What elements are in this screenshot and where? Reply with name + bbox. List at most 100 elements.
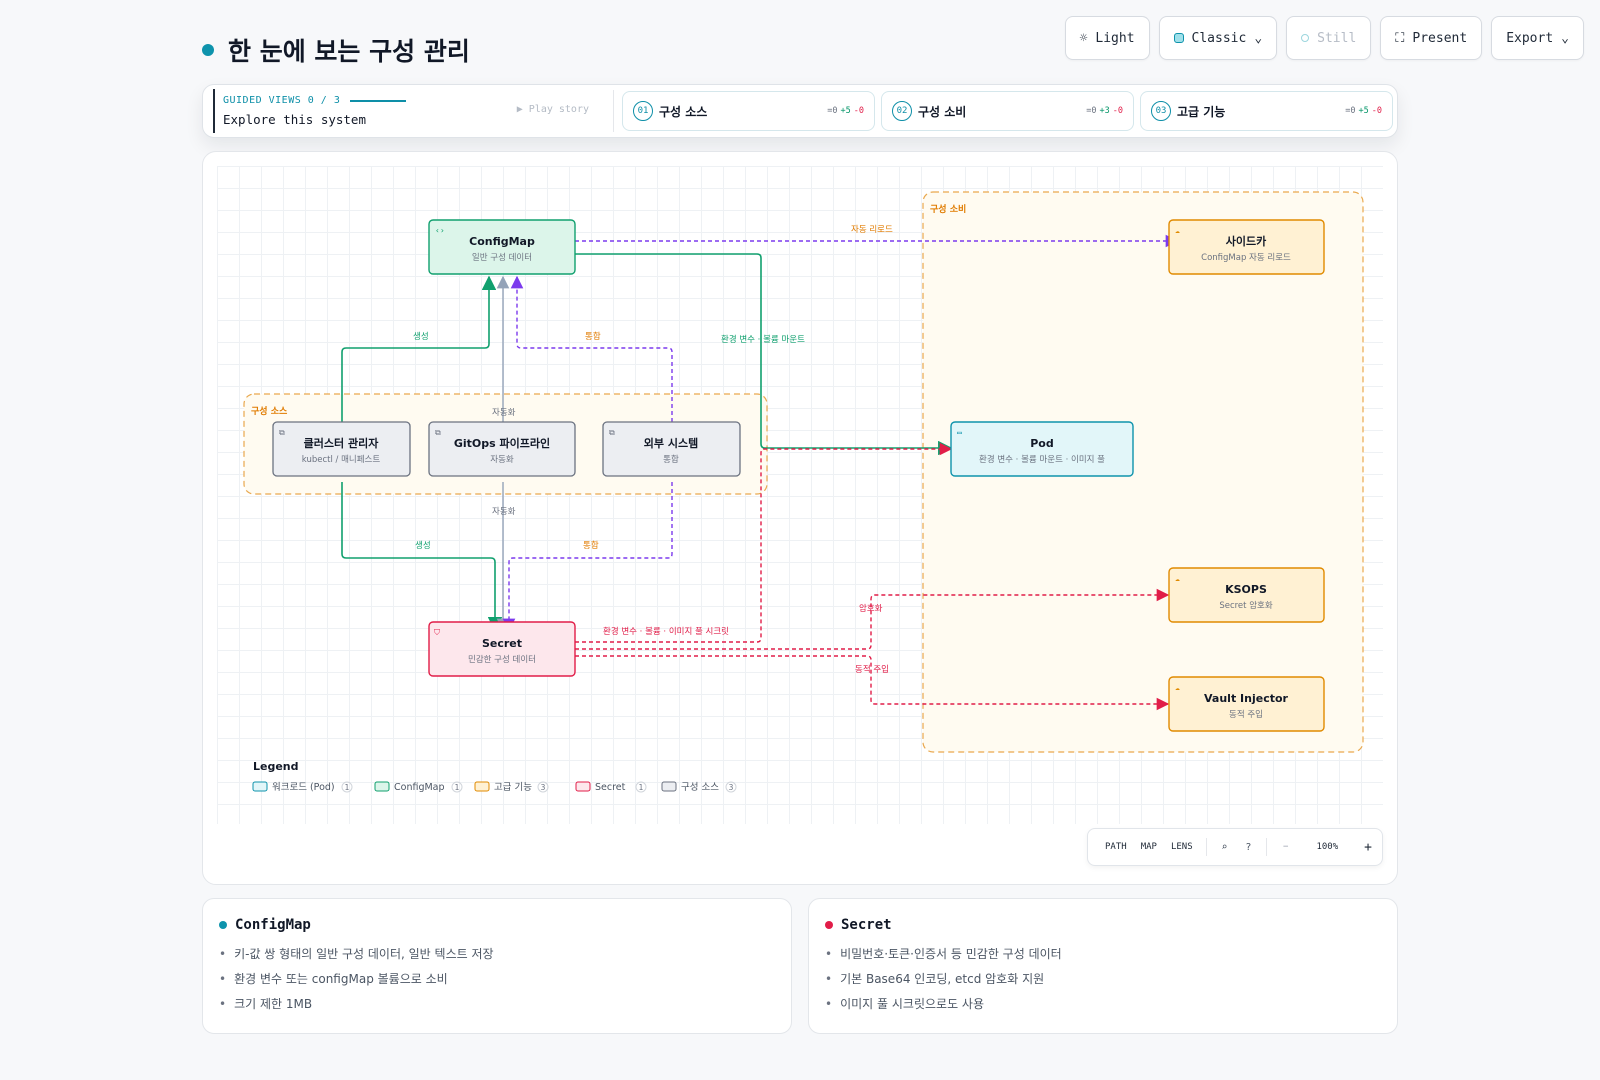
still-button[interactable]: Still [1286,16,1372,60]
code-icon: ‹› [435,226,445,235]
step-diff: =0+5-0 [1345,106,1382,116]
edge-label-configmap-sidecar: 자동 리로드 [851,225,893,235]
svg-text:KSOPS: KSOPS [1225,583,1267,596]
svg-text:일반 구성 데이터: 일반 구성 데이터 [472,252,532,263]
card-title: Secret [841,917,892,933]
fullscreen-icon: ⛶ [1395,30,1405,46]
classic-style-dropdown[interactable]: Classic ⌄ [1158,16,1278,60]
svg-text:구성 소스: 구성 소스 [681,782,719,793]
card-dot [825,921,833,929]
node-vault-injector[interactable]: ☁ Vault Injector 동적 주입 [1168,676,1325,732]
step-diff: =0+5-0 [827,106,864,116]
toolbar: ☼ Light Classic ⌄ Still ⛶ Present Export… [1064,16,1584,60]
card-title: ConfigMap [235,917,311,933]
path-mode-button[interactable]: PATH [1105,842,1127,852]
guided-step-2[interactable]: 02 구성 소비 =0+3-0 [881,91,1134,131]
svg-text:통합: 통합 [663,455,679,465]
legend-item-sources[interactable]: 구성 소스 3 [661,781,737,793]
sun-icon: ☼ [1079,30,1088,46]
present-button[interactable]: ⛶ Present [1380,16,1483,60]
divider [613,90,614,132]
svg-text:외부 시스템: 외부 시스템 [644,436,698,450]
svg-text:kubectl / 매니페스트: kubectl / 매니페스트 [302,454,381,465]
node-cluster-admin[interactable]: ⧉ 클러스터 관리자 kubectl / 매니페스트 [272,421,411,477]
box-icon: ⧉ [279,428,285,437]
guided-views-bar: GUIDED VIEWS 0 / 3 Explore this system ▶… [202,84,1398,138]
svg-text:클러스터 관리자: 클러스터 관리자 [304,436,380,450]
list-item: 환경 변수 또는 configMap 볼륨으로 소비 [219,970,775,987]
chevron-down-icon: ⌄ [1254,30,1263,46]
guided-step-3[interactable]: 03 고급 기능 =0+5-0 [1140,91,1393,131]
svg-text:동적 주입: 동적 주입 [1229,709,1263,720]
zoom-level: 100% [1316,842,1339,852]
list-item: 기본 Base64 인코딩, etcd 암호화 지원 [825,970,1381,987]
list-item: 비밀번호·토큰·인증서 등 민감한 구성 데이터 [825,945,1381,962]
search-icon[interactable]: ⌕ [1221,841,1228,853]
node-sidecar[interactable]: ☁ 사이드카 ConfigMap 자동 리로드 [1168,219,1325,275]
edge-label-admin-configmap: 생성 [413,331,429,342]
page-header: 한 눈에 보는 구성 관리 [202,32,470,68]
svg-text:자동화: 자동화 [490,455,514,465]
svg-text:GitOps 파이프라인: GitOps 파이프라인 [454,436,550,450]
edge-configmap-pod [575,253,953,456]
svg-text:환경 변수 · 볼륨 마운트 · 이미지 풀: 환경 변수 · 볼륨 마운트 · 이미지 풀 [979,454,1105,465]
node-ksops[interactable]: ☁ KSOPS Secret 암호화 [1168,567,1325,623]
divider [1266,838,1268,856]
lens-mode-button[interactable]: LENS [1170,842,1193,852]
chevron-down-icon: ⌄ [1561,30,1569,46]
edge-label-external-configmap: 통합 [585,332,601,342]
svg-text:1: 1 [639,783,644,792]
container-icon: ▭ [957,428,962,437]
edge-label-secret-pod: 환경 변수 · 볼륨 · 이미지 풀 시크릿 [603,626,729,637]
legend-item-workload[interactable]: 워크로드 (Pod) 1 [252,781,353,793]
guided-views-summary: GUIDED VIEWS 0 / 3 Explore this system ▶… [213,89,605,133]
page-title: 한 눈에 보는 구성 관리 [228,37,470,66]
svg-text:ConfigMap: ConfigMap [469,235,535,248]
edge-admin-secret [341,482,503,632]
node-configmap[interactable]: ‹› ConfigMap 일반 구성 데이터 [428,219,576,275]
svg-text:Secret: Secret [482,637,522,650]
list-item: 이미지 풀 시크릿으로도 사용 [825,995,1381,1012]
configmap-info-card: ConfigMap 키-값 쌍 형태의 일반 구성 데이터, 일반 텍스트 저장… [202,898,792,1034]
svg-text:3: 3 [541,783,546,792]
edge-secret-pod [575,442,953,643]
secret-info-card: Secret 비밀번호·토큰·인증서 등 민감한 구성 데이터 기본 Base6… [808,898,1398,1034]
diagram-canvas[interactable]: 구성 소스 구성 소비 생성 생성 자동화 자동화 통합 통합 자동 리로드 환… [202,151,1398,885]
legend: Legend 워크로드 (Pod) 1 ConfigMap 1 고급 기능 3 [252,760,737,793]
list-item: 키-값 쌍 형태의 일반 구성 데이터, 일반 텍스트 저장 [219,945,775,962]
edge-admin-configmap [341,275,497,422]
edge-label-configmap-pod: 환경 변수 · 볼륨 마운트 [721,334,805,345]
legend-item-advanced[interactable]: 고급 기능 3 [474,781,549,793]
cloud-icon: ☁ [1175,683,1180,692]
node-external-system[interactable]: ⧉ 외부 시스템 통합 [602,421,741,477]
zoom-out-button[interactable]: − [1283,842,1289,852]
svg-text:Secret 암호화: Secret 암호화 [1219,600,1273,611]
node-gitops[interactable]: ⧉ GitOps 파이프라인 자동화 [428,421,576,477]
edge-label-external-secret: 통합 [583,541,599,551]
box-icon: ⧉ [609,428,615,437]
svg-text:1: 1 [455,783,460,792]
help-icon[interactable]: ? [1245,841,1252,853]
svg-text:Pod: Pod [1030,437,1054,450]
cloud-icon: ☁ [1175,226,1180,235]
svg-text:ConfigMap: ConfigMap [394,782,445,793]
legend-item-configmap[interactable]: ConfigMap 1 [374,781,463,793]
svg-text:1: 1 [345,783,350,792]
style-swatch-icon [1173,33,1184,43]
map-mode-button[interactable]: MAP [1140,842,1157,852]
guided-step-1[interactable]: 01 구성 소스 =0+5-0 [622,91,875,131]
edge-label-secret-ksops: 암호화 [859,603,883,614]
svg-text:사이드카: 사이드카 [1226,234,1266,248]
export-dropdown[interactable]: Export ⌄ [1491,16,1584,60]
node-secret[interactable]: ⛉ Secret 민감한 구성 데이터 [428,621,576,677]
architecture-diagram: 구성 소스 구성 소비 생성 생성 자동화 자동화 통합 통합 자동 리로드 환… [243,191,1364,793]
title-dot [202,44,214,56]
edge-label-secret-vault: 동적 주입 [855,664,889,675]
zoom-in-button[interactable]: + [1364,839,1372,855]
node-pod[interactable]: ▭ Pod 환경 변수 · 볼륨 마운트 · 이미지 풀 [950,421,1134,477]
legend-item-secret[interactable]: Secret 1 [575,781,647,793]
light-theme-button[interactable]: ☼ Light [1064,16,1150,60]
play-story-button[interactable]: ▶ Play story [516,104,589,115]
svg-text:민감한 구성 데이터: 민감한 구성 데이터 [468,654,536,665]
legend-title: Legend [253,760,299,773]
